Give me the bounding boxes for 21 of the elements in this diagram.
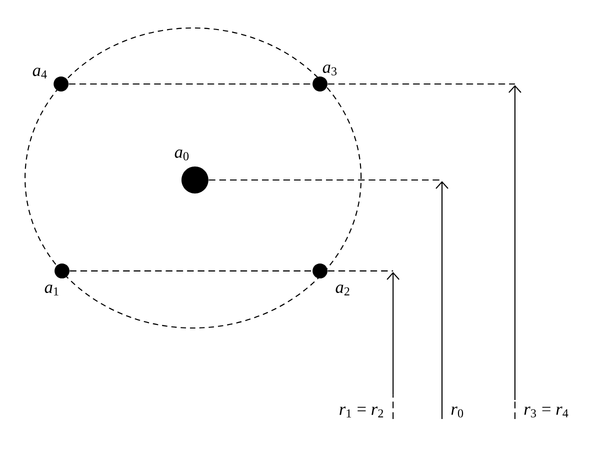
point-dot — [54, 263, 70, 278]
arrow — [386, 272, 400, 419]
point-label: a$_{3}$ — [322, 64, 337, 76]
dashed-line — [68, 83, 312, 85]
point-label: a$_{2}$ — [336, 284, 350, 296]
dashed-line — [208, 179, 442, 181]
point-label: a$_{4}$ — [32, 68, 47, 78]
point-label: a$_{0}$ — [174, 150, 189, 160]
point-dot — [54, 76, 69, 92]
dashed-line — [328, 83, 515, 85]
point-dot — [312, 263, 328, 278]
radius-label: r$_{3}$ = r$_{4}$ — [524, 406, 568, 418]
radius-label: r$_{1}$ = r$_{2}$ — [340, 406, 384, 418]
radius-label: r$_{0}$ — [451, 406, 464, 418]
dashed-line — [70, 270, 312, 272]
arrow — [508, 85, 522, 419]
point-dot — [181, 166, 208, 194]
arrow — [436, 181, 448, 420]
dashed-line — [328, 270, 394, 272]
point-label: a$_{1}$ — [44, 284, 58, 296]
point-dot — [312, 76, 328, 92]
